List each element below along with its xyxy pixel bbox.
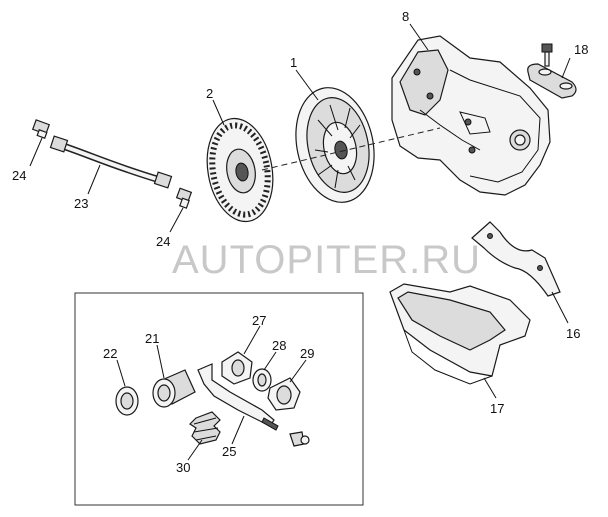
rubber-boot: [189, 411, 221, 445]
leader-lines: [29, 23, 571, 461]
hydraulic-hose: [49, 135, 173, 189]
fitting-upper: [31, 119, 51, 139]
release-bearing: [152, 369, 196, 408]
release-seal: [115, 386, 139, 416]
callout-22: 22: [103, 346, 117, 361]
callout-28: 28: [272, 338, 286, 353]
lower-housing-pan: [389, 283, 531, 385]
cover-plate: [471, 221, 561, 297]
callout-29: 29: [300, 346, 314, 361]
fork-pivot-flange: [221, 351, 253, 385]
callout-21: 21: [145, 331, 159, 346]
callout-2: 2: [206, 86, 213, 101]
callout-27: 27: [252, 313, 266, 328]
callout-25: 25: [222, 444, 236, 459]
fork-bushing: [252, 368, 272, 392]
callout-24-upper: 24: [12, 168, 26, 183]
fitting-lower: [175, 187, 193, 209]
watermark-text: AUTOPITER.RU: [172, 238, 481, 282]
callout-30: 30: [176, 460, 190, 475]
clutch-disc: [206, 117, 274, 223]
callout-18: 18: [574, 42, 588, 57]
callout-17: 17: [490, 401, 504, 416]
callout-16: 16: [566, 326, 580, 341]
bracket-with-bolt: [527, 43, 577, 99]
callout-23: 23: [74, 196, 88, 211]
inset-frame: [74, 292, 364, 506]
boot-flange: [267, 377, 301, 411]
clutch-housing: [391, 35, 551, 196]
clutch-pressure-plate: [295, 87, 375, 203]
release-fork: [197, 363, 310, 447]
callout-8: 8: [402, 9, 409, 24]
callout-1: 1: [290, 55, 297, 70]
callout-24-lower: 24: [156, 234, 170, 249]
